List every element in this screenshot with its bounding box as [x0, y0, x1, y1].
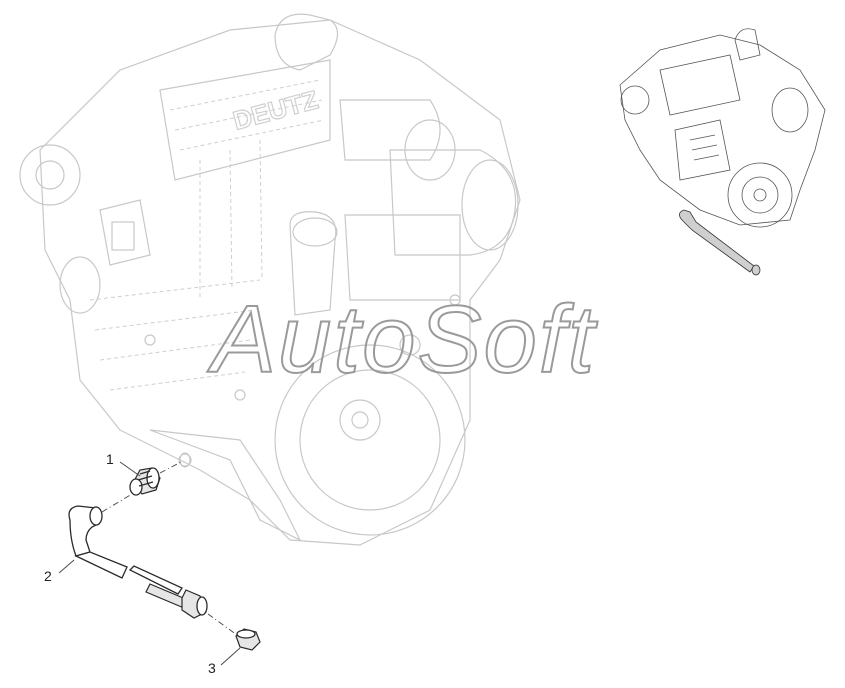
engine-main-illustration: DEUTZ: [19, 13, 521, 546]
leader-lines: [58, 460, 241, 666]
callout-3: 3: [208, 660, 216, 676]
callout-1: 1: [106, 451, 114, 467]
engine-thumbnail-illustration: [619, 28, 826, 276]
part-3-cap: [235, 628, 261, 651]
watermark-text: AutoSoft: [207, 286, 598, 393]
part-1-fitting: [129, 452, 191, 496]
engine-cover-text: DEUTZ: [230, 84, 322, 135]
callout-2: 2: [44, 568, 52, 584]
part-2-pipe: [68, 505, 208, 619]
